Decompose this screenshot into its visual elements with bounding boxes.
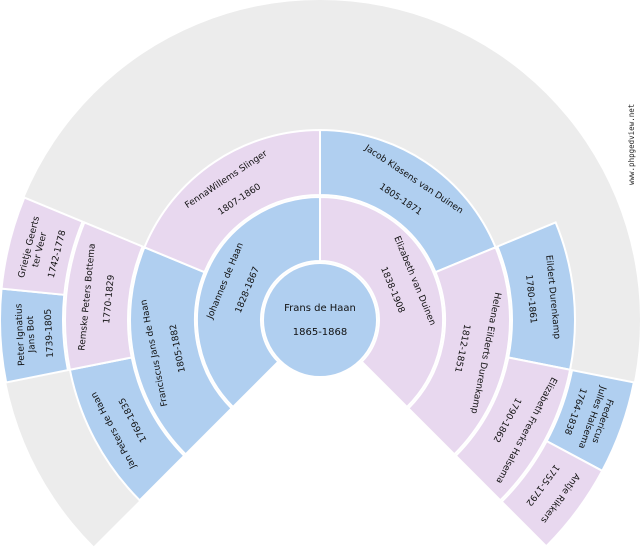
- person-segment[interactable]: Eildert Durenkamp1780-1861: [496, 221, 576, 371]
- person-segment[interactable]: Frans de Haan 1865-1868: [262, 262, 378, 378]
- person-segment[interactable]: FredericusJulles Halsema1764-1838: [545, 368, 636, 473]
- ancestor-segment-shape[interactable]: [500, 439, 604, 548]
- ancestor-segment-shape[interactable]: [406, 245, 511, 456]
- ancestor-segment-shape[interactable]: [196, 195, 321, 409]
- ancestor-segment-shape[interactable]: [0, 196, 84, 296]
- person-segment[interactable]: FennaWillems Slinger1807-1860: [143, 128, 321, 274]
- person-label: Peter IgnatiusJans Bot 1739-1805: [14, 302, 56, 366]
- person-label: Frans de Haan 1865-1868: [284, 303, 356, 338]
- person-segment[interactable]: Peter IgnatiusJans Bot 1739-1805: [0, 287, 70, 384]
- ancestor-segment-shape[interactable]: [64, 221, 144, 371]
- person-years: 1770-1829: [102, 274, 117, 324]
- person-segment[interactable]: Grietje Geertster Veer1742-1778: [0, 196, 84, 296]
- person-segment[interactable]: Franciscus Jans de Haan1805-1882: [129, 245, 234, 456]
- person-segment[interactable]: Helena Eilderts Durenkamp1812-1851: [406, 245, 511, 456]
- person-years: 1739-1805: [44, 309, 56, 358]
- person-segment[interactable]: Jacob Klasens van Duinen1805-1871: [319, 128, 497, 274]
- root-person-circle[interactable]: [262, 262, 378, 378]
- person-name: Frans de Haan: [284, 303, 356, 314]
- watermark: www.phpgedview.net: [627, 103, 636, 185]
- person-segment[interactable]: Elizabeth Freerks Halsema1790-1862: [454, 356, 572, 502]
- person-segment[interactable]: Johannes de Haan1828-1867: [196, 195, 321, 409]
- ancestor-segment-shape[interactable]: [319, 195, 444, 409]
- person-years: 1780-1861: [523, 274, 538, 324]
- ancestor-segment-shape[interactable]: [454, 356, 572, 502]
- person-segment[interactable]: Elizabeth van Duinen1838-1908: [319, 195, 444, 409]
- person-name: Peter Ignatius: [14, 303, 27, 366]
- person-years: 1865-1868: [293, 327, 348, 338]
- person-name: Jans Bot: [26, 315, 38, 354]
- person-segment[interactable]: Antje Rikkers1755-1792: [500, 439, 604, 548]
